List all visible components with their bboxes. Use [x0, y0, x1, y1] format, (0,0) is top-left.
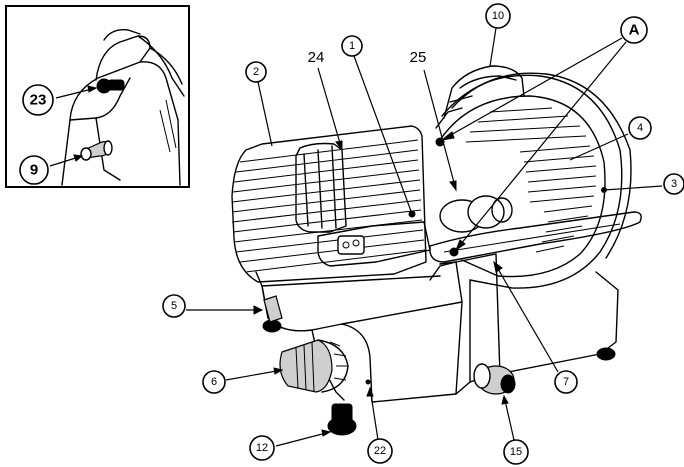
- label-25: 25: [410, 49, 427, 66]
- callout-23: 23: [30, 92, 47, 109]
- callout-5: 5: [171, 300, 177, 312]
- blade-ribs: [465, 107, 597, 253]
- callout-22: 22: [374, 445, 386, 457]
- carriage-ribs: [231, 139, 426, 273]
- callout-7: 7: [563, 376, 569, 388]
- callout-2: 2: [253, 66, 259, 78]
- callout-4: 4: [637, 122, 643, 134]
- slicer-machine: [231, 65, 642, 436]
- callout-9: 9: [30, 162, 38, 179]
- callout-12: 12: [256, 442, 268, 454]
- callout-15: 15: [510, 446, 522, 458]
- callout-3: 3: [671, 178, 677, 190]
- callout-10: 10: [492, 10, 504, 22]
- callout-1: 1: [349, 40, 355, 52]
- label-24: 24: [308, 49, 325, 66]
- callout-A: A: [629, 22, 640, 39]
- callouts: 10 A 1 24 25 2 4 3: [162, 3, 684, 465]
- knob-6-ribs: [295, 341, 315, 393]
- detail-inset: 23 9: [5, 5, 190, 188]
- callout-6: 6: [211, 376, 217, 388]
